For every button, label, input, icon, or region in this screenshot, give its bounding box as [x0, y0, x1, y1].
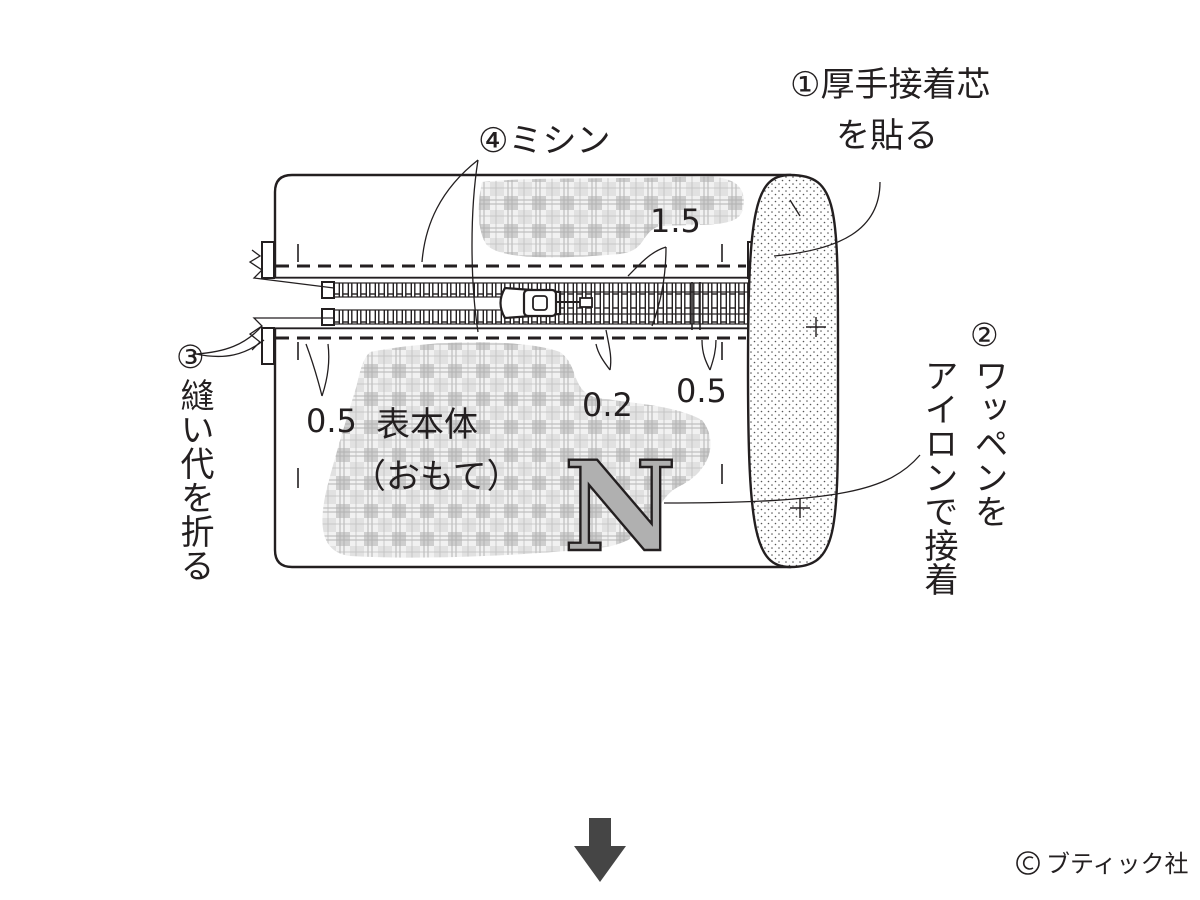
down-arrow-icon	[574, 818, 626, 882]
leader-lines	[195, 159, 921, 504]
fold-label-number: ③	[176, 338, 205, 376]
fold-ledge-upper-left	[261, 241, 275, 279]
zipper-stop-top	[321, 281, 335, 299]
interfacing-label-line1: ①厚手接着芯	[790, 65, 990, 105]
n-patch: N	[563, 435, 676, 580]
interfacing-end-cap	[746, 173, 840, 569]
zipper-slider	[499, 286, 593, 320]
copyright-icon	[1016, 851, 1040, 875]
end-cap-marks	[789, 199, 826, 518]
zipper-tape-end-top	[248, 249, 335, 289]
tick-marks	[297, 244, 723, 488]
patch-label-col2: アイロンで接着	[918, 358, 958, 596]
measurement-left: 0.5	[306, 402, 357, 440]
interfacing-label-line2: を貼る	[836, 116, 938, 156]
zipper-stop-bottom	[321, 308, 335, 326]
measurement-right: 0.5	[676, 372, 727, 410]
fold-ledge-lower-left	[261, 327, 275, 365]
sewing-label: ④ミシン	[478, 121, 610, 161]
measurement-mid: 0.2	[582, 386, 633, 424]
fold-label-col: 縫い代を折る	[174, 378, 214, 582]
pouch-body: N	[248, 173, 840, 581]
measurement-top: 1.5	[650, 202, 701, 240]
plaid-fabric-lower	[322, 342, 711, 558]
body-label-line1: 表本体	[376, 405, 478, 445]
patch-label-col1: ワッペンを	[968, 358, 1008, 528]
patch-label-number: ②	[970, 316, 999, 354]
plaid-fabric-upper	[478, 176, 744, 258]
body-label-line2: （おもて）	[352, 457, 521, 497]
copyright-text: ブティック社	[1046, 850, 1189, 878]
